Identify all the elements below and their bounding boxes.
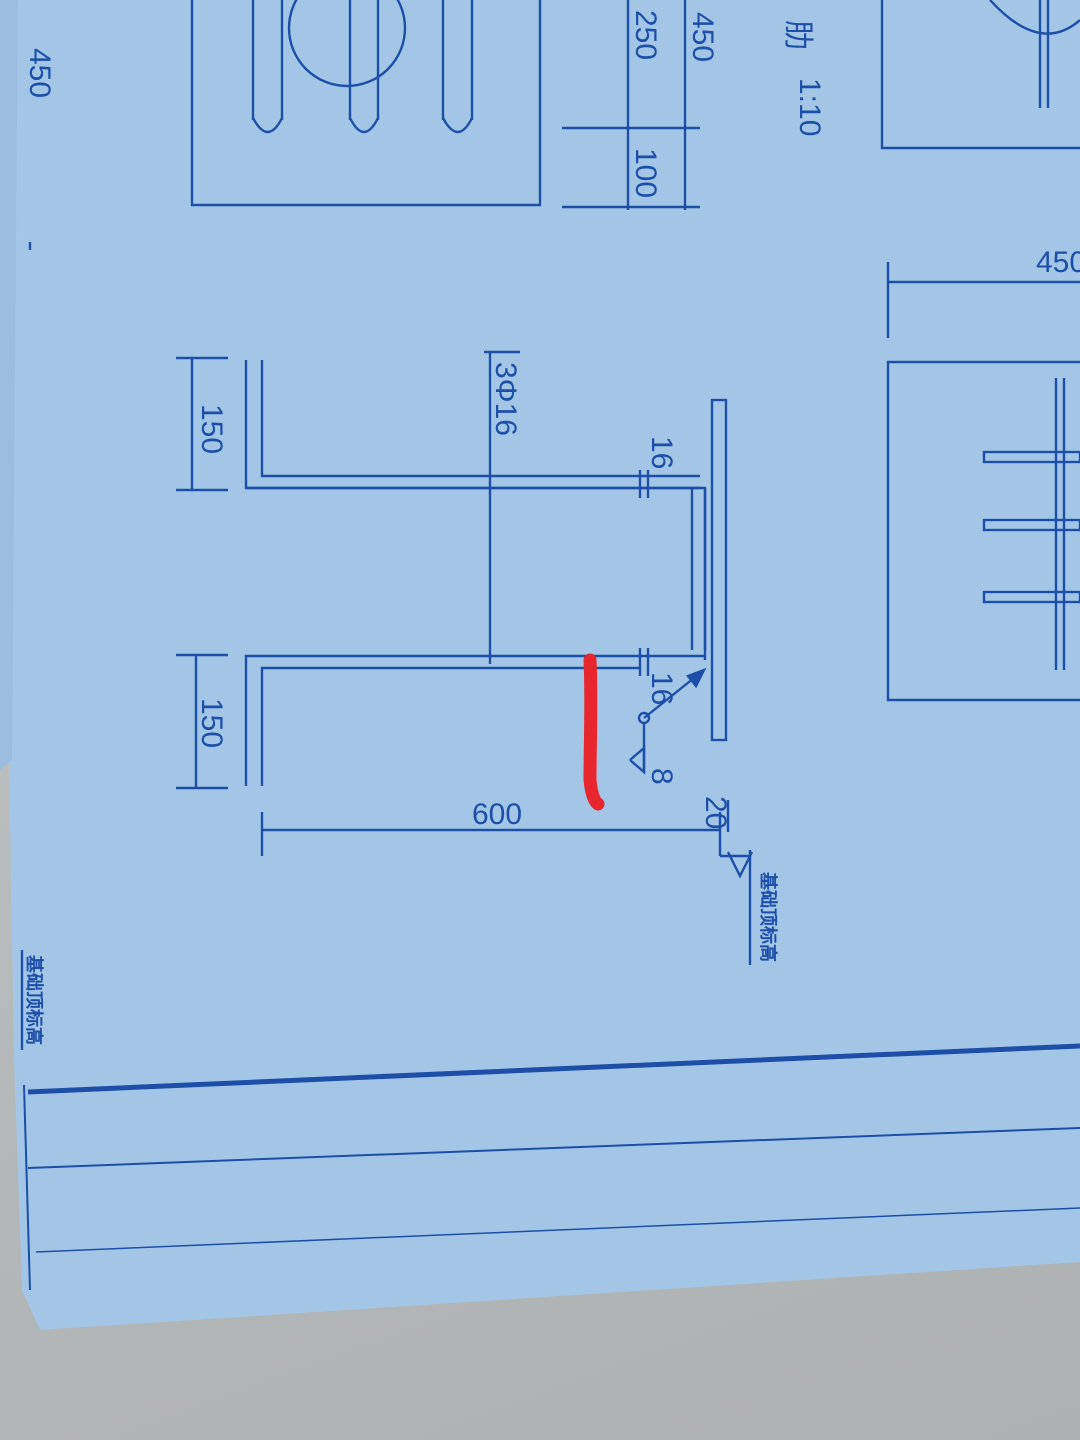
bar-bottom-flange: [244, 654, 705, 786]
dim-20: 20: [699, 796, 732, 829]
dim-450-mid: 450: [686, 12, 719, 62]
dim-16-top: 16: [645, 436, 678, 469]
dim-150-top: 150: [195, 404, 228, 454]
scale-label: 1:10: [793, 78, 826, 136]
linework: [20, 0, 1080, 1050]
red-highlight-mark: [583, 653, 605, 811]
dim-450-left: 450: [23, 48, 56, 98]
title-block: [23, 1043, 1080, 1291]
top-circle: [287, 0, 407, 88]
top-left-box: [190, 0, 542, 207]
dim-100: 100: [629, 148, 662, 198]
label-3phi16: 3Φ16: [489, 362, 522, 436]
dim-450-right: 450: [1036, 246, 1080, 279]
elevation-label-left: 基础顶标高: [23, 954, 45, 1045]
weld-size-8: 8: [645, 768, 678, 785]
steel-plate: [710, 398, 728, 742]
dim-250: 250: [629, 10, 662, 60]
elevation-label-right: 基础顶标高: [757, 871, 779, 962]
top-right-box: [880, 0, 1080, 150]
dim-16-bottom: 16: [645, 672, 678, 705]
right-box: [886, 360, 1080, 702]
dim-600: 600: [472, 798, 522, 831]
dim-150-bottom: 150: [195, 698, 228, 748]
title-fragment: 肋: [781, 20, 814, 50]
paper-edge-left: [0, 0, 18, 770]
labels: 450 450 250 100 肋 1:10 450 150 150 3Φ16 …: [23, 10, 1080, 1045]
paper-surface: [8, 0, 1080, 1330]
